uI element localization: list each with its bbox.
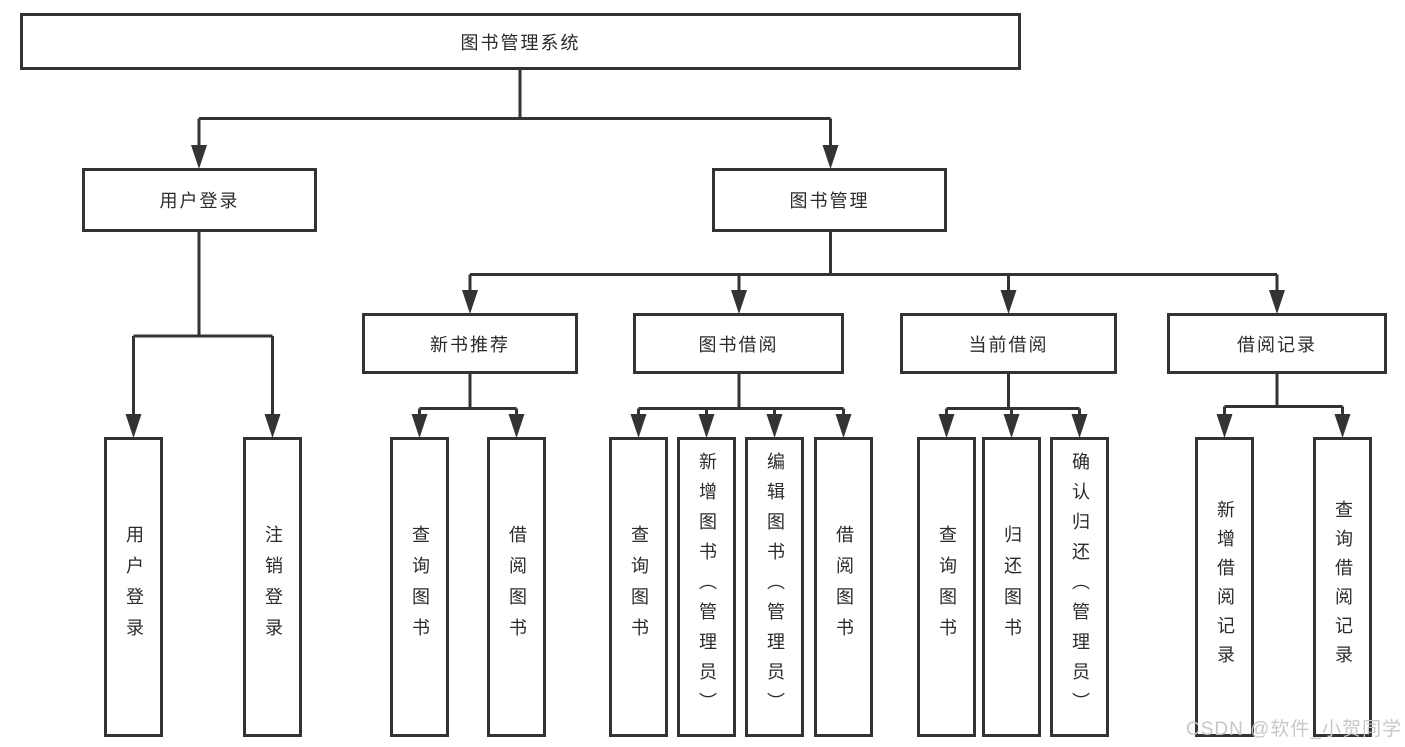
leaf-add-borrow-record: 新增借阅记录 <box>1195 437 1254 737</box>
leaf-borrow-books-borrowing: 借阅图书 <box>814 437 873 737</box>
leaf-logout: 注销登录 <box>243 437 302 737</box>
node-current-borrowing: 当前借阅 <box>900 313 1117 374</box>
leaf-query-borrow-record: 查询借阅记录 <box>1313 437 1372 737</box>
node-new-book-recommend: 新书推荐 <box>362 313 578 374</box>
leaf-add-book-admin: 新增图书（管理员） <box>677 437 736 737</box>
leaf-borrow-books-recommend: 借阅图书 <box>487 437 546 737</box>
arrowhead-icons <box>125 145 1351 438</box>
node-root-library-management-system: 图书管理系统 <box>20 13 1021 70</box>
node-book-borrowing: 图书借阅 <box>633 313 844 374</box>
leaf-edit-book-admin: 编辑图书（管理员） <box>745 437 804 737</box>
node-user-login: 用户登录 <box>82 168 317 232</box>
leaf-return-books: 归还图书 <box>982 437 1041 737</box>
leaf-confirm-return-admin: 确认归还（管理员） <box>1050 437 1109 737</box>
node-book-management: 图书管理 <box>712 168 947 232</box>
leaf-user-login: 用户登录 <box>104 437 163 737</box>
node-borrowing-records: 借阅记录 <box>1167 313 1387 374</box>
leaf-query-books-current: 查询图书 <box>917 437 976 737</box>
csdn-watermark: CSDN @软件_小贺同学 <box>1186 719 1402 740</box>
leaf-query-books-recommend: 查询图书 <box>390 437 449 737</box>
leaf-query-books-borrowing: 查询图书 <box>609 437 668 737</box>
